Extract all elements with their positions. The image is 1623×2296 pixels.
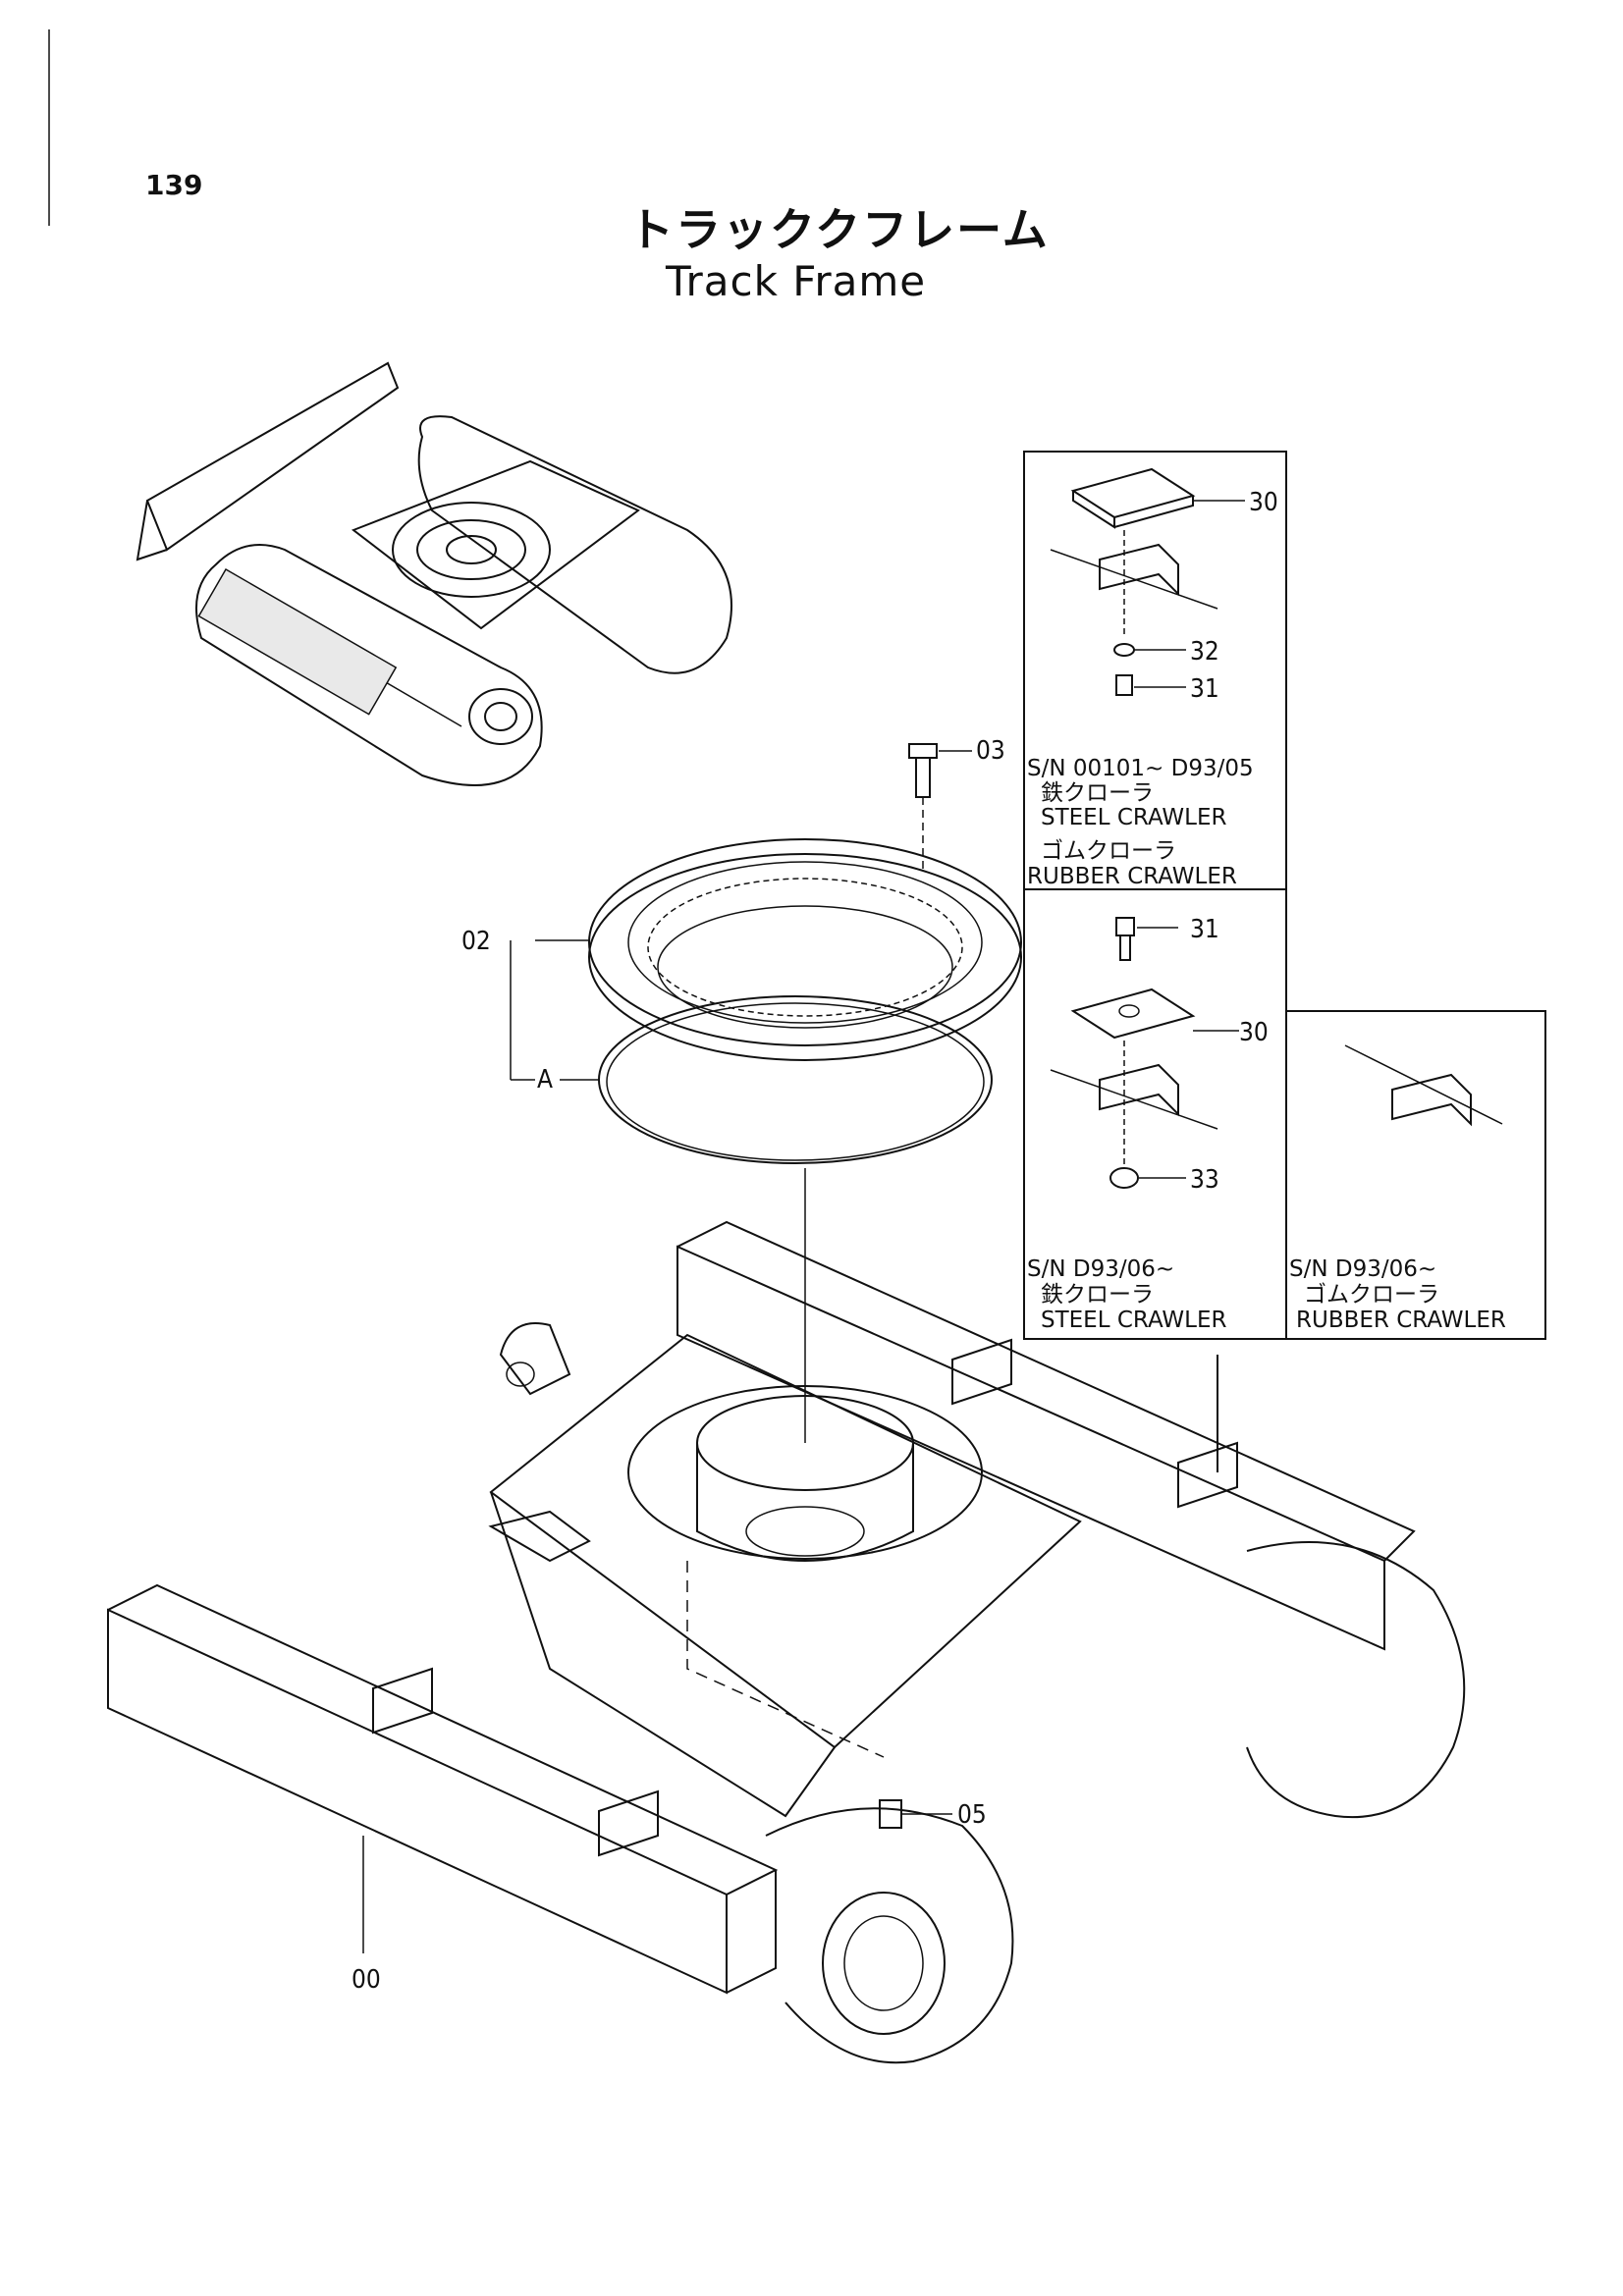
late-steel-crawler-en: STEEL CRAWLER xyxy=(1041,1308,1227,1333)
callout-30-early: 30 xyxy=(1249,488,1278,517)
late-steel-serial: S/N D93/06~ xyxy=(1027,1256,1174,1282)
callout-32: 32 xyxy=(1190,637,1219,667)
callout-31-late: 31 xyxy=(1190,915,1219,944)
early-rubber-crawler-en: RUBBER CRAWLER xyxy=(1027,864,1237,889)
callout-05: 05 xyxy=(957,1800,987,1830)
bolt-03-illustration xyxy=(908,743,938,874)
late-rubber-shoe-illustration xyxy=(1344,1044,1503,1127)
early-rubber-crawler-jp: ゴムクローラ xyxy=(1041,838,1176,864)
callout-A: A xyxy=(537,1065,553,1095)
early-serial-range: S/N 00101~ D93/05 xyxy=(1027,756,1254,781)
early-steel-crawler-en: STEEL CRAWLER xyxy=(1041,805,1227,830)
overview-undercarriage-illustration xyxy=(135,361,732,786)
page-title-english: Track Frame xyxy=(666,257,927,305)
early-steel-crawler-jp: 鉄クローラ xyxy=(1041,780,1154,806)
callout-33: 33 xyxy=(1190,1165,1219,1195)
early-serial-shoe-illustration xyxy=(1050,467,1245,696)
detail-panel-late-rubber xyxy=(1285,1010,1546,1340)
late-steel-crawler-jp: 鉄クローラ xyxy=(1041,1282,1154,1308)
callout-03: 03 xyxy=(976,736,1005,766)
seal-ring-illustration xyxy=(598,995,993,1164)
late-rubber-crawler-jp: ゴムクローラ xyxy=(1304,1282,1439,1308)
late-rubber-serial: S/N D93/06~ xyxy=(1289,1256,1436,1282)
detail-panel-early-serial xyxy=(1023,451,1287,890)
callout-02: 02 xyxy=(461,927,491,956)
fitting-05-illustration xyxy=(879,1799,902,1829)
swing-bearing-ring-illustration xyxy=(588,838,1022,1061)
page-number: 139 xyxy=(145,169,203,201)
late-rubber-crawler-en: RUBBER CRAWLER xyxy=(1296,1308,1506,1333)
callout-leader-lines xyxy=(362,750,972,1953)
callout-30-late: 30 xyxy=(1239,1018,1269,1047)
page-title-japanese: トラッククフレーム xyxy=(628,203,1050,256)
track-frame-illustration xyxy=(107,1168,1466,2064)
detail-panel-late-steel xyxy=(1023,888,1287,1340)
callout-31-early: 31 xyxy=(1190,674,1219,704)
late-steel-shoe-illustration xyxy=(1050,917,1239,1189)
callout-00: 00 xyxy=(352,1965,381,1995)
